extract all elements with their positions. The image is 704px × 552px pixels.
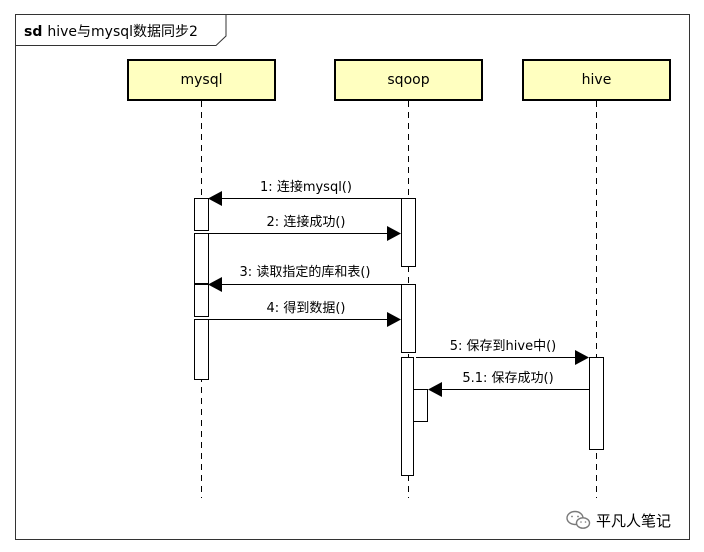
activation-bar-mysql [194, 233, 209, 284]
lifeline-hive: hive [522, 59, 671, 498]
activation-bar-sqoop-nested [413, 389, 428, 422]
arrowhead-left [208, 191, 222, 206]
message-3: 3: 读取指定的库和表() [208, 264, 401, 292]
activation-bar-mysql [194, 198, 209, 231]
arrowhead-right [387, 226, 401, 241]
message-label: 3: 读取指定的库和表() [240, 264, 371, 280]
lifeline-label-mysql: mysql [181, 72, 223, 88]
message-5: 5: 保存到hive中() [416, 339, 589, 365]
wechat-icon [566, 510, 591, 529]
activation-bar-sqoop [401, 357, 414, 476]
message-label: 2: 连接成功() [267, 214, 346, 230]
lifeline-mysql: mysql [127, 59, 276, 498]
diagram-frame [15, 14, 690, 540]
message-5-1: 5.1: 保存成功() [428, 371, 589, 397]
watermark: 平凡人笔记 [566, 510, 671, 530]
lifeline-label-sqoop: sqoop [387, 72, 429, 88]
frame-keyword: sd [24, 24, 42, 40]
arrowhead-left [208, 277, 222, 292]
arrowhead-left [428, 382, 442, 397]
activation-bar-mysql [194, 284, 209, 317]
message-label: 5.1: 保存成功() [462, 371, 553, 386]
lifeline-head-hive [522, 59, 671, 101]
watermark-text: 平凡人笔记 [596, 512, 671, 530]
arrowhead-right [575, 350, 589, 365]
lifeline-head-sqoop [334, 59, 483, 101]
message-4: 4: 得到数据() [209, 300, 401, 327]
activation-bar-sqoop [401, 198, 416, 267]
lifeline-label-hive: hive [582, 72, 612, 88]
message-label: 4: 得到数据() [267, 300, 346, 316]
activation-bar-mysql [194, 319, 209, 380]
message-label: 1: 连接mysql() [260, 179, 352, 195]
message-1: 1: 连接mysql() [208, 179, 401, 206]
activation-bar-hive [589, 357, 604, 450]
activation-bar-sqoop [401, 284, 416, 353]
arrowhead-right [387, 312, 401, 327]
frame-title: hive与mysql数据同步2 [47, 24, 198, 40]
frame-title-tab [15, 14, 227, 46]
message-2: 2: 连接成功() [209, 214, 401, 241]
message-label: 5: 保存到hive中() [450, 339, 556, 354]
lifeline-head-mysql [127, 59, 276, 101]
